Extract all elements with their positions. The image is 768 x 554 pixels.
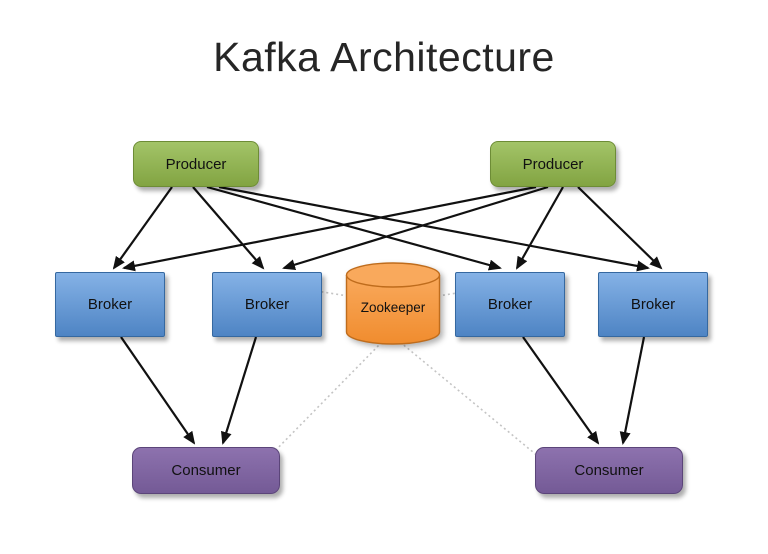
node-label: Consumer — [574, 462, 644, 479]
edge-producer1-to-broker3 — [206, 185, 502, 271]
node-broker-4: Broker — [598, 272, 708, 337]
node-label: Producer — [165, 155, 227, 173]
edge-producer1-to-broker4 — [218, 185, 650, 272]
node-consumer-2: Consumer — [535, 447, 683, 494]
node-broker-1: Broker — [55, 272, 165, 337]
edge-broker2-to-consumer1 — [221, 336, 258, 445]
node-label: Broker — [630, 296, 676, 313]
edge-producer2-to-broker2 — [282, 185, 549, 271]
edge-zookeeper-to-consumer2 — [399, 341, 546, 463]
edge-zookeeper-to-broker3 — [437, 289, 477, 297]
node-label: Consumer — [171, 462, 241, 479]
node-zookeeper: Zookeeper — [345, 262, 441, 346]
edge-producer2-to-broker1 — [122, 185, 537, 272]
node-label: Broker — [487, 296, 533, 313]
zookeeper-cylinder-icon — [345, 262, 441, 345]
node-label: Zookeeper — [360, 300, 426, 315]
diagram-title: Kafka Architecture — [213, 34, 555, 80]
edge-broker3-to-consumer2 — [522, 336, 600, 445]
node-label: Broker — [87, 296, 133, 313]
edge-producer1-to-broker1 — [112, 186, 173, 270]
node-producer-1: Producer — [133, 141, 259, 187]
edge-broker1-to-consumer1 — [120, 336, 196, 445]
edge-broker4-to-consumer2 — [619, 336, 646, 445]
node-label: Broker — [244, 296, 290, 313]
edge-producer1-to-broker2 — [192, 186, 265, 270]
node-broker-3: Broker — [455, 272, 565, 337]
node-broker-2: Broker — [212, 272, 322, 337]
edge-producer2-to-broker4 — [577, 186, 663, 270]
edge-producer2-to-broker3 — [516, 186, 564, 270]
node-producer-2: Producer — [490, 141, 616, 187]
node-consumer-1: Consumer — [132, 447, 280, 494]
edge-zookeeper-to-broker2 — [309, 289, 349, 297]
edge-zookeeper-to-consumer1 — [267, 341, 383, 459]
node-label: Producer — [522, 155, 584, 173]
